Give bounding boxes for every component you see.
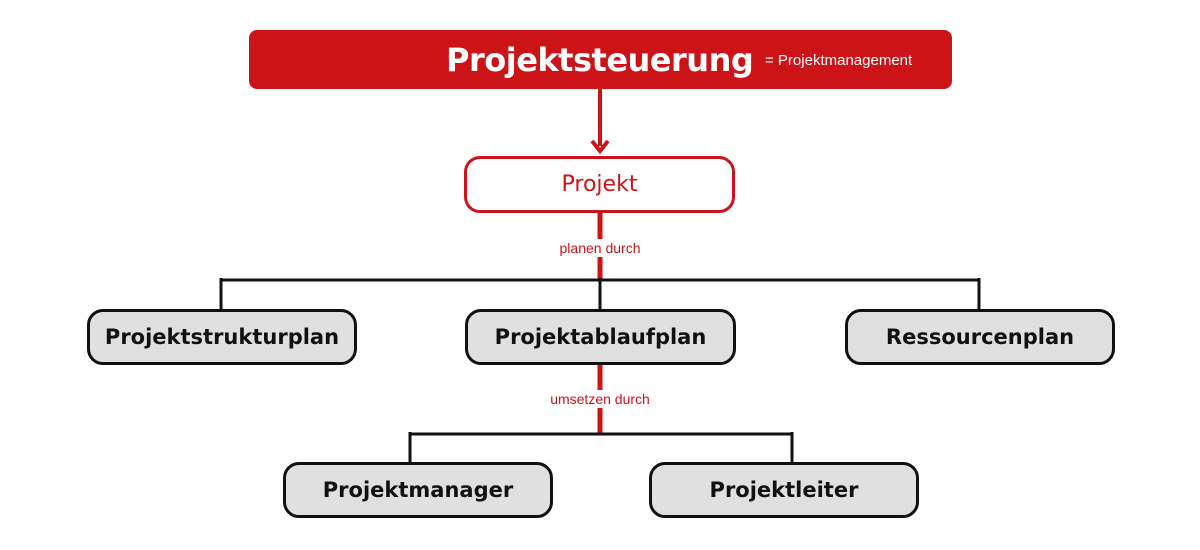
header-subtitle: = Projektmanagement [765,52,913,69]
relation-label-implement: umsetzen durch [547,390,653,408]
node-projektleiter: Projektleiter [649,462,919,518]
header-to-project-arrowhead [590,139,610,155]
node-projektstrukturplan: Projektstrukturplan [87,309,357,365]
node-projektablaufplan: Projektablaufplan [465,309,736,365]
node-projektmanager: Projektmanager [283,462,553,518]
node-projekt: Projekt [464,156,735,213]
node-ressourcenplan: Ressourcenplan [845,309,1115,365]
header-title: Projektsteuerung [446,41,754,79]
relation-label-plan: planen durch [556,239,644,257]
header-banner [249,30,952,89]
